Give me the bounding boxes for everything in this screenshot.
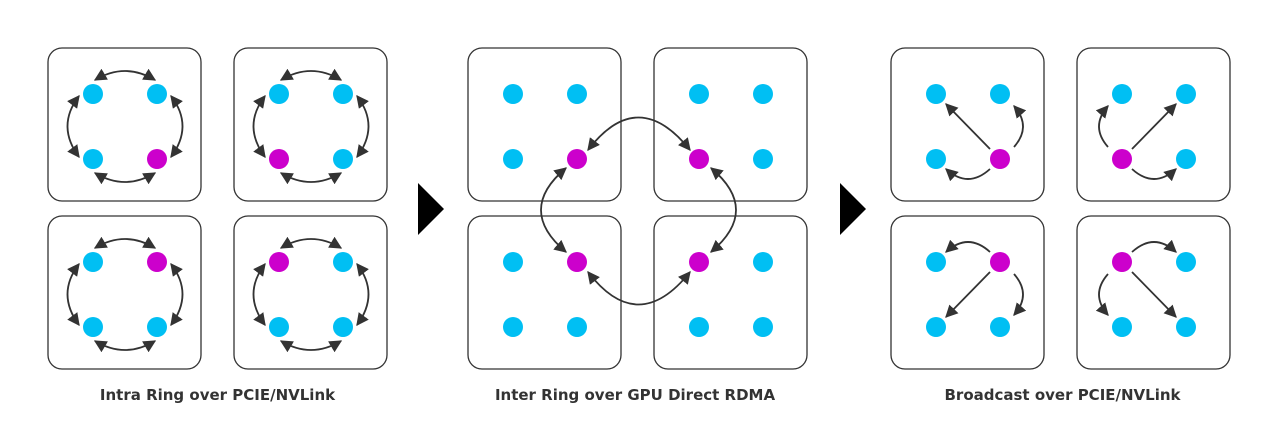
gpu-node bbox=[753, 149, 773, 169]
node-layer bbox=[83, 84, 1196, 337]
ring-arrow-top bbox=[93, 236, 157, 249]
caption-broadcast: Broadcast over PCIE/NVLink bbox=[944, 386, 1181, 404]
gpu-node bbox=[753, 317, 773, 337]
gpu-node bbox=[567, 84, 587, 104]
root-gpu-node bbox=[990, 149, 1010, 169]
gpu-node bbox=[689, 84, 709, 104]
root-gpu-node bbox=[990, 252, 1010, 272]
gpu-node bbox=[147, 84, 167, 104]
ring-arrow-bottom bbox=[93, 172, 157, 185]
gpu-node bbox=[926, 149, 946, 169]
gpu-node bbox=[567, 317, 587, 337]
root-gpu-node bbox=[1112, 252, 1132, 272]
caption-inter-ring: Inter Ring over GPU Direct RDMA bbox=[494, 386, 776, 404]
gpu-node bbox=[926, 317, 946, 337]
ring-arrow-left bbox=[66, 94, 80, 159]
root-gpu-node bbox=[567, 149, 587, 169]
root-gpu-node bbox=[689, 149, 709, 169]
gpu-node bbox=[503, 84, 523, 104]
ring-arrow-right bbox=[170, 94, 184, 159]
gpu-node bbox=[83, 149, 103, 169]
gpu-node bbox=[926, 252, 946, 272]
broadcast-arrow-horizontal bbox=[1131, 239, 1177, 253]
gpu-node bbox=[1176, 317, 1196, 337]
ring-arrow-left bbox=[66, 262, 80, 327]
gpu-node bbox=[333, 252, 353, 272]
gpu-node bbox=[503, 317, 523, 337]
gpu-node bbox=[333, 149, 353, 169]
root-gpu-node bbox=[147, 149, 167, 169]
root-gpu-node bbox=[269, 149, 289, 169]
inter-ring-arrow-right bbox=[710, 167, 737, 253]
gpu-node bbox=[990, 84, 1010, 104]
gpu-node bbox=[83, 84, 103, 104]
node-box bbox=[890, 47, 1045, 202]
inter-ring-arrow-top bbox=[587, 116, 691, 151]
node-box bbox=[467, 215, 622, 370]
arrow-layer bbox=[66, 68, 1177, 353]
ring-arrow-top bbox=[279, 68, 343, 81]
inter-ring-arrow-bottom bbox=[587, 271, 691, 306]
node-box bbox=[467, 47, 622, 202]
gpu-node bbox=[1112, 84, 1132, 104]
ring-arrow-right bbox=[356, 262, 370, 327]
gpu-node bbox=[503, 252, 523, 272]
ring-arrow-bottom bbox=[279, 172, 343, 185]
gpu-node bbox=[1112, 317, 1132, 337]
gpu-node bbox=[753, 252, 773, 272]
broadcast-arrow-vertical bbox=[1095, 273, 1109, 316]
gpu-node bbox=[83, 252, 103, 272]
inter-ring-arrow-left bbox=[540, 167, 567, 253]
step-arrow-layer bbox=[418, 183, 866, 235]
ring-arrow-top bbox=[279, 236, 343, 249]
gpu-node bbox=[147, 317, 167, 337]
ring-arrow-right bbox=[170, 262, 184, 327]
gpu-node bbox=[269, 317, 289, 337]
broadcast-arrow-diagonal bbox=[945, 271, 991, 318]
ring-arrow-left bbox=[252, 94, 266, 159]
root-gpu-node bbox=[147, 252, 167, 272]
gpu-node bbox=[1176, 84, 1196, 104]
gpu-node bbox=[1176, 149, 1196, 169]
root-gpu-node bbox=[567, 252, 587, 272]
broadcast-arrow-horizontal bbox=[945, 239, 991, 253]
node-box bbox=[653, 215, 808, 370]
ring-arrow-bottom bbox=[279, 340, 343, 353]
root-gpu-node bbox=[269, 252, 289, 272]
ring-arrow-bottom bbox=[93, 340, 157, 353]
gpu-node bbox=[753, 84, 773, 104]
broadcast-arrow-horizontal bbox=[1131, 168, 1177, 182]
gpu-node bbox=[503, 149, 523, 169]
root-gpu-node bbox=[689, 252, 709, 272]
broadcast-arrow-vertical bbox=[1013, 105, 1027, 148]
ring-arrow-left bbox=[252, 262, 266, 327]
gpu-node bbox=[333, 317, 353, 337]
node-box bbox=[890, 215, 1045, 370]
broadcast-arrow-horizontal bbox=[945, 168, 991, 182]
caption-intra-ring: Intra Ring over PCIE/NVLink bbox=[99, 386, 336, 404]
box-layer bbox=[47, 47, 1231, 370]
gpu-node bbox=[990, 317, 1010, 337]
ring-arrow-right bbox=[356, 94, 370, 159]
gpu-node bbox=[926, 84, 946, 104]
gpu-node bbox=[269, 84, 289, 104]
broadcast-arrow-diagonal bbox=[945, 103, 991, 150]
ring-arrow-top bbox=[93, 68, 157, 81]
gpu-node bbox=[83, 317, 103, 337]
gpu-node bbox=[1176, 252, 1196, 272]
broadcast-arrow-vertical bbox=[1095, 105, 1109, 148]
step-arrow-icon bbox=[840, 183, 866, 235]
gpu-node bbox=[689, 317, 709, 337]
root-gpu-node bbox=[1112, 149, 1132, 169]
broadcast-arrow-diagonal bbox=[1131, 103, 1177, 150]
broadcast-arrow-diagonal bbox=[1131, 271, 1177, 318]
gpu-node bbox=[333, 84, 353, 104]
broadcast-arrow-vertical bbox=[1013, 273, 1027, 316]
step-arrow-icon bbox=[418, 183, 444, 235]
node-box bbox=[653, 47, 808, 202]
